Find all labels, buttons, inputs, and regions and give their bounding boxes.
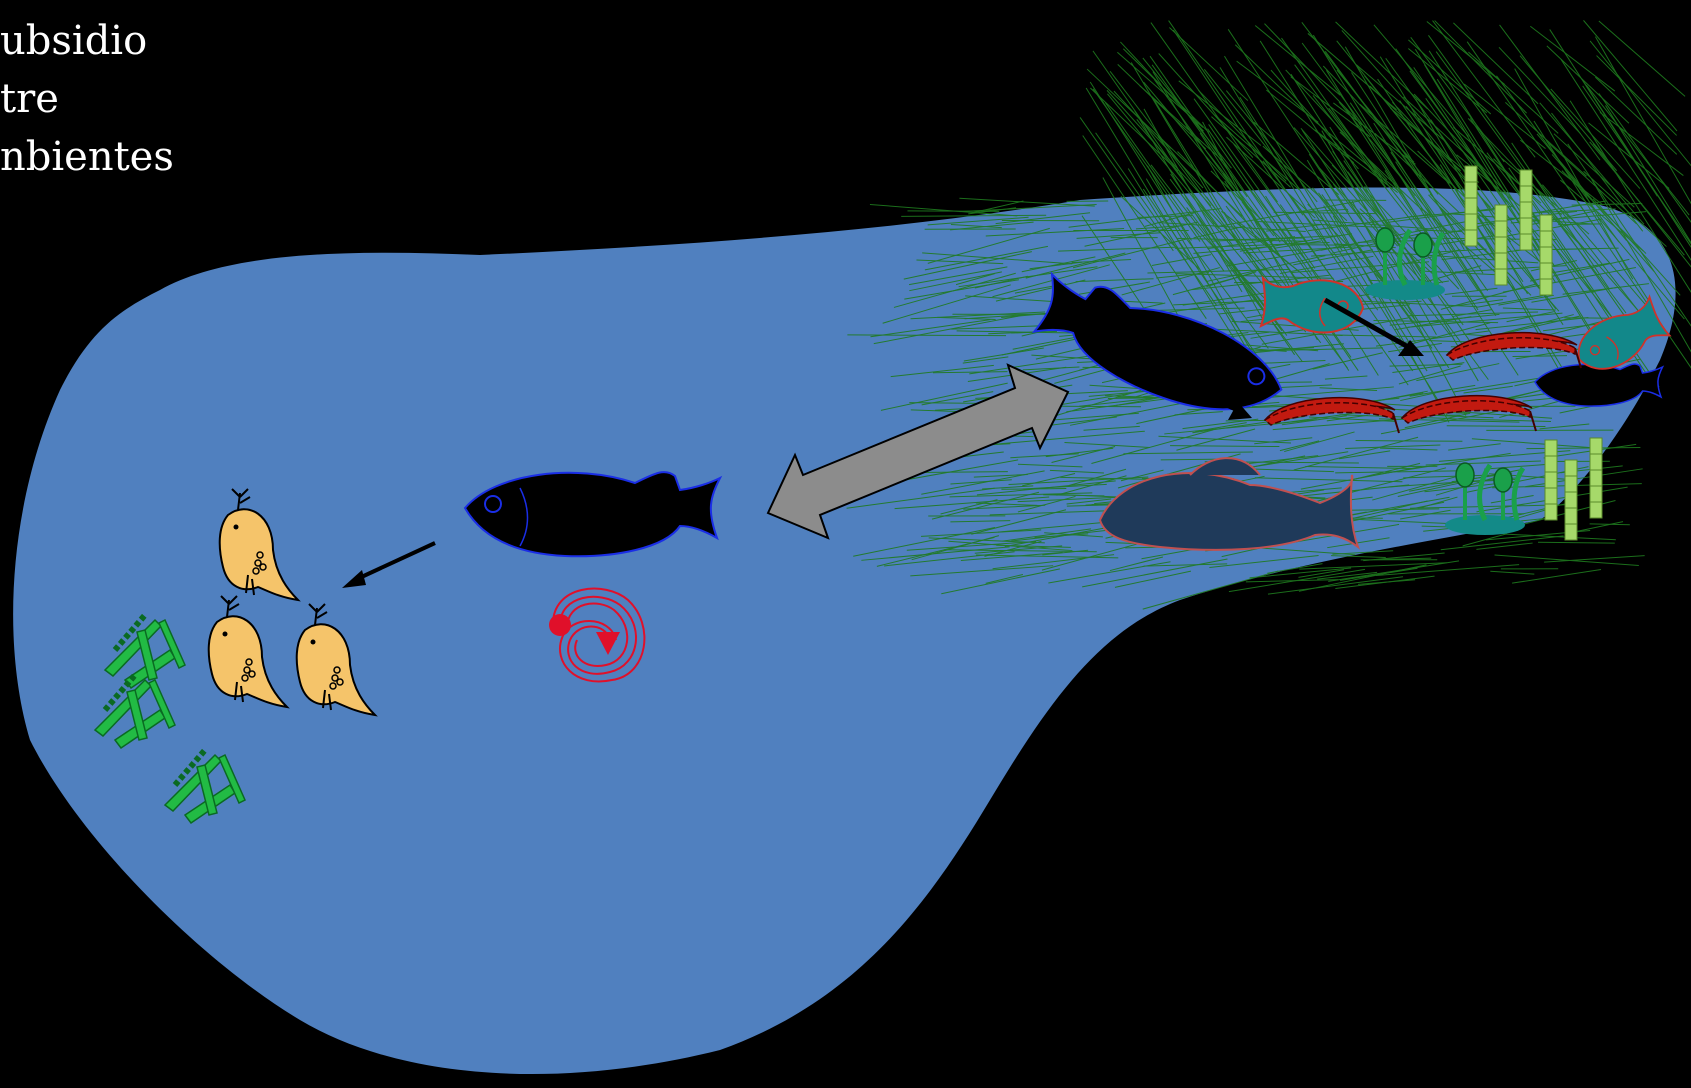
grass-blade bbox=[1538, 542, 1615, 543]
grass-blade bbox=[1476, 543, 1532, 549]
grass-blade bbox=[1512, 570, 1601, 584]
grass-blade bbox=[1468, 52, 1558, 133]
grass-blade bbox=[1495, 555, 1639, 566]
lake-body bbox=[13, 188, 1675, 1075]
grass-blade bbox=[1530, 26, 1614, 91]
grass-blade bbox=[1120, 42, 1203, 131]
grass-blade bbox=[1572, 522, 1623, 533]
grass-blade bbox=[1500, 25, 1600, 160]
grass-blade bbox=[1337, 41, 1446, 176]
grass-blade bbox=[1490, 571, 1534, 574]
grass-blade bbox=[1544, 556, 1645, 563]
grass-blade bbox=[1599, 21, 1685, 96]
grass-blade bbox=[1118, 64, 1206, 148]
grass-blade bbox=[1235, 45, 1317, 124]
grass-blade bbox=[1463, 534, 1507, 546]
grass-blade bbox=[1520, 56, 1617, 171]
grass-blade bbox=[1558, 224, 1601, 225]
grass-blade bbox=[1090, 88, 1178, 171]
grass-blade bbox=[1435, 21, 1527, 114]
grass-blade bbox=[1583, 20, 1676, 131]
